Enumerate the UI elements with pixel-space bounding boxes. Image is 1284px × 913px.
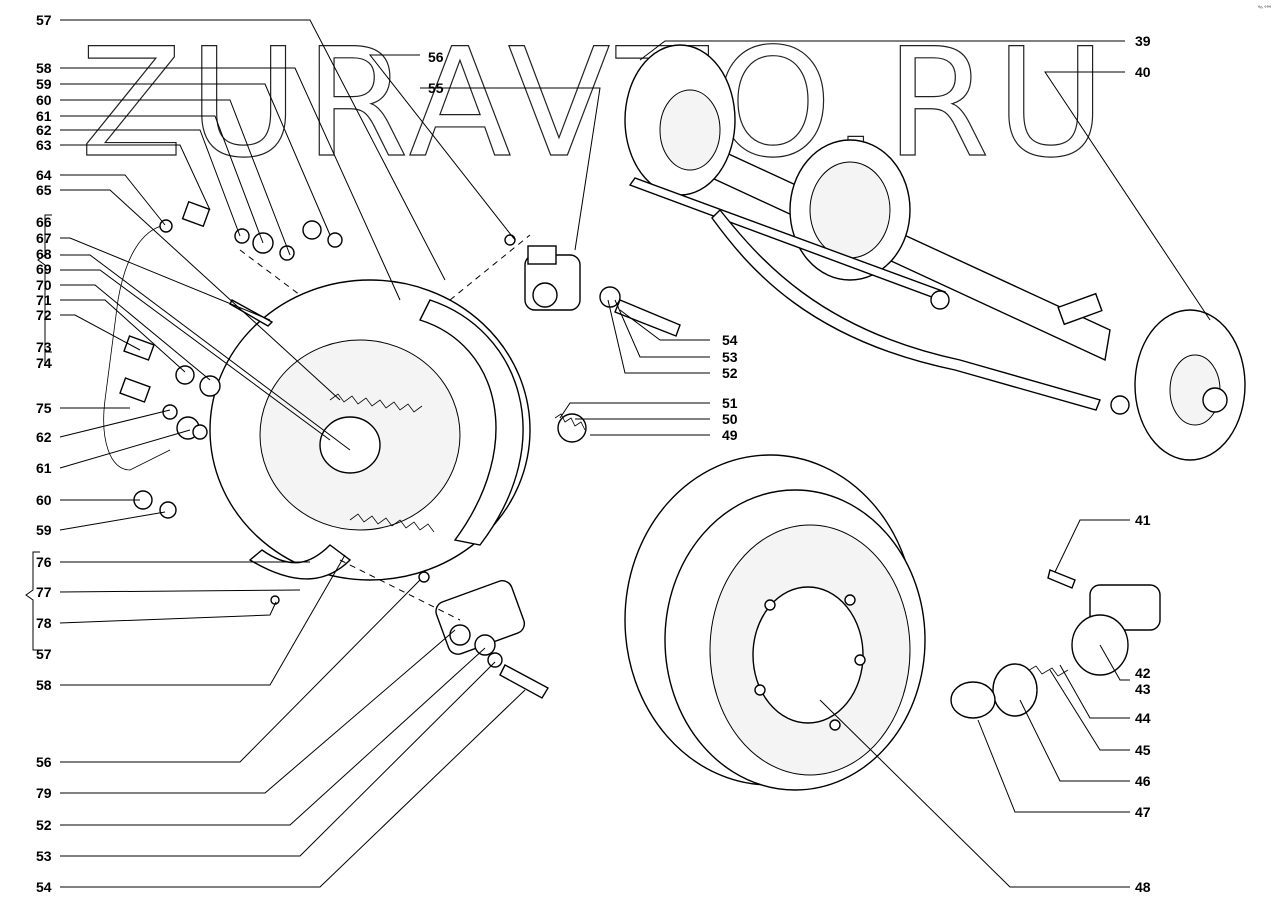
callout-labels: 57 58 59 60 61 62 63 64 65 66 67 68 69 7… (36, 12, 1151, 895)
callout-label: 68 (36, 246, 52, 262)
callout-label: 58 (36, 60, 52, 76)
callout-label: 46 (1135, 773, 1151, 789)
callout-label: 53 (36, 848, 52, 864)
callout-label: 51 (722, 395, 738, 411)
callout-label: 52 (722, 365, 738, 381)
callout-label: 59 (36, 522, 52, 538)
callout-label: 65 (36, 182, 52, 198)
callout-label: 56 (428, 49, 444, 65)
callout-label: 48 (1135, 879, 1151, 895)
callout-label: 78 (36, 615, 52, 631)
brake-fittings (119, 200, 343, 519)
callout-label: 42 (1135, 665, 1151, 681)
callout-label: 67 (36, 230, 52, 246)
callout-label: 44 (1135, 710, 1151, 726)
callout-label: 41 (1135, 512, 1151, 528)
callout-label: 45 (1135, 742, 1151, 758)
corner-mark: °ⁿ °°° (1258, 5, 1272, 12)
callout-label: 74 (36, 355, 52, 371)
callout-label: 64 (36, 167, 52, 183)
callout-label: 69 (36, 261, 52, 277)
callout-label: 43 (1135, 681, 1151, 697)
callout-label: 57 (36, 646, 52, 662)
callout-label: 62 (36, 429, 52, 445)
leader-lines (25, 19, 1211, 888)
brake-pipe (103, 224, 171, 471)
callout-label: 62 (36, 122, 52, 138)
callout-label: 70 (36, 277, 52, 293)
brake-drum (624, 454, 926, 791)
callout-label: 79 (36, 785, 52, 801)
watermark: ZURAVTO.RU (80, 17, 1112, 191)
cylinder-bolts-right (504, 234, 681, 443)
callout-label: 58 (36, 677, 52, 693)
callout-label: 72 (36, 307, 52, 323)
callout-label: 54 (36, 879, 52, 895)
wheel-cylinder-exploded (950, 569, 1161, 719)
callout-label: 77 (36, 584, 52, 600)
callout-label: 60 (36, 492, 52, 508)
callout-label: 49 (722, 427, 738, 443)
callout-label: 39 (1135, 33, 1151, 49)
brake-backing-plate-assembly (209, 254, 581, 655)
rear-axle-assembly (624, 44, 1246, 461)
callout-label: 47 (1135, 804, 1151, 820)
callout-label: 55 (428, 80, 444, 96)
callout-label: 71 (36, 292, 52, 308)
cylinder-bolts-lower (270, 571, 549, 699)
callout-label: 50 (722, 411, 738, 427)
callout-label: 53 (722, 349, 738, 365)
callout-label: 56 (36, 754, 52, 770)
callout-label: 73 (36, 339, 52, 355)
callout-label: 61 (36, 460, 52, 476)
callout-label: 75 (36, 400, 52, 416)
callout-label: 76 (36, 554, 52, 570)
callout-label: 60 (36, 92, 52, 108)
callout-label: 57 (36, 12, 52, 28)
callout-label: 54 (722, 332, 738, 348)
callout-label: 61 (36, 108, 52, 124)
callout-label: 40 (1135, 64, 1151, 80)
callout-label: 66 (36, 214, 52, 230)
callout-label: 52 (36, 817, 52, 833)
callout-label: 63 (36, 137, 52, 153)
callout-label: 59 (36, 76, 52, 92)
